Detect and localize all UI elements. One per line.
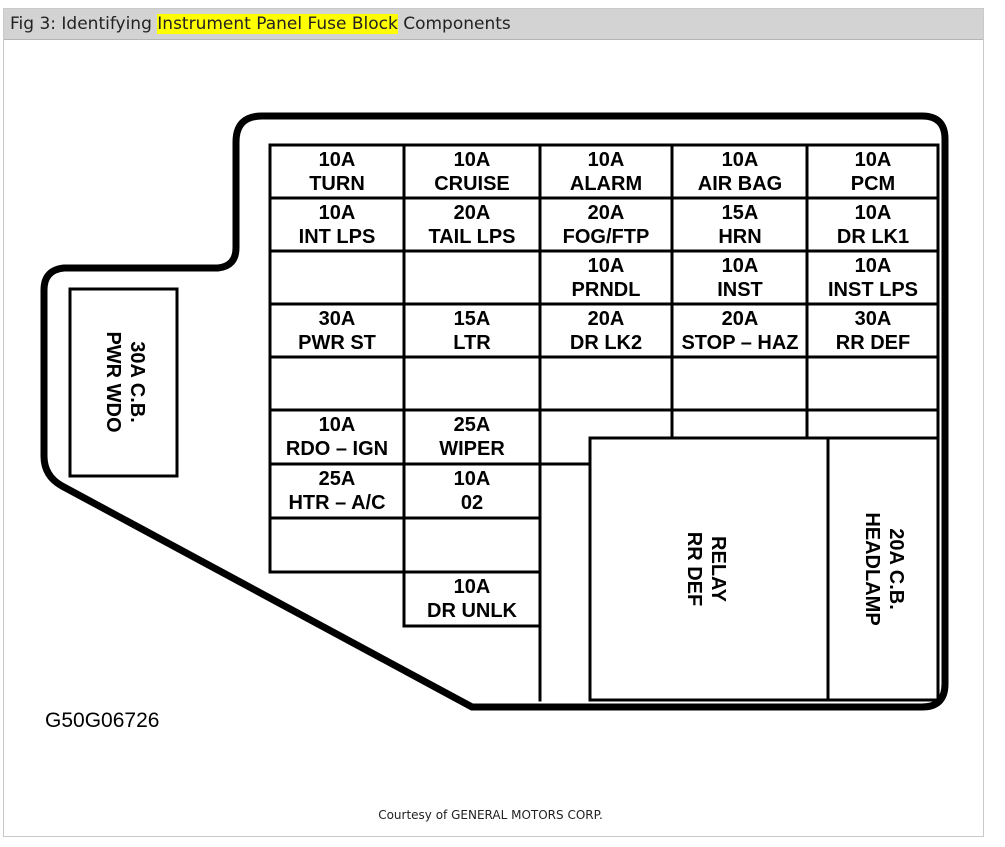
fuse-name: TURN (309, 173, 365, 195)
fuse-amp: 10A (454, 576, 491, 598)
fuse-amp: 25A (319, 468, 356, 490)
fuse-amp: 10A (588, 255, 625, 277)
fuse-name: INST (717, 279, 763, 301)
fuse-name: HTR – A/C (288, 492, 385, 514)
breaker-pwr-wdo-box (68, 287, 179, 478)
title-suffix: Components (397, 14, 511, 34)
breaker-headlamp-label: 20A C.B. HEADLAMP (861, 512, 907, 625)
fuse-amp: 15A (722, 202, 759, 224)
fuse-amp: 10A (319, 149, 356, 171)
courtesy-credit: Courtesy of GENERAL MOTORS CORP. (378, 808, 603, 822)
fuse-amp: 25A (454, 414, 491, 436)
fuse-amp: 10A (454, 468, 491, 490)
relay-rr-def-box (588, 436, 830, 702)
fuse-name: WIPER (439, 438, 505, 460)
breaker-headlamp-box (826, 436, 940, 702)
relay-label: RELAY (707, 536, 729, 603)
fuse-name: ALARM (570, 173, 642, 195)
breaker-headlamp-amp: 20A C.B. (885, 528, 907, 610)
fuse-grid (268, 143, 940, 702)
fuse-amp: 15A (454, 308, 491, 330)
relay-rr-def-label: RELAY RR DEF (683, 532, 729, 606)
figure-title: Fig 3: Identifying Instrument Panel Fuse… (4, 9, 983, 40)
title-highlight: Instrument Panel Fuse Block (157, 14, 398, 34)
breaker-headlamp-name: HEADLAMP (861, 512, 883, 625)
fuse-amp: 30A (319, 308, 356, 330)
breaker-pwr-wdo-name: PWR WDO (102, 331, 124, 432)
fuse-name: FOG/FTP (563, 226, 650, 248)
fuse-amp: 10A (855, 255, 892, 277)
fuse-amp: 20A (722, 308, 759, 330)
fuse-amp: 10A (588, 149, 625, 171)
figure-code: G50G06726 (45, 709, 159, 732)
fuse-name: INST LPS (828, 279, 918, 301)
fuse-name: DR LK1 (837, 226, 909, 248)
fuse-name: TAIL LPS (428, 226, 515, 248)
fuse-name: DR LK2 (570, 332, 642, 354)
fuse-amp: 10A (855, 202, 892, 224)
fuse-amp: 10A (722, 255, 759, 277)
fuse-amp: 20A (588, 202, 625, 224)
fuse-name: PWR ST (298, 332, 376, 354)
title-prefix: Fig 3: Identifying (10, 14, 158, 34)
fuse-amp: 10A (319, 202, 356, 224)
breaker-pwr-wdo-amp: 30A C.B. (126, 341, 148, 423)
fuse-amp: 30A (855, 308, 892, 330)
fuse-name: PCM (851, 173, 895, 195)
fuse-name: PRNDL (572, 279, 641, 301)
fuse-name: DR UNLK (427, 600, 518, 622)
fuse-name: RR DEF (836, 332, 910, 354)
fuse-name: AIR BAG (698, 173, 782, 195)
fuse-amp: 10A (855, 149, 892, 171)
fuse-amp: 10A (722, 149, 759, 171)
fuse-amp: 20A (588, 308, 625, 330)
fuse-name: 02 (461, 492, 483, 514)
relay-name: RR DEF (683, 532, 705, 606)
fuse-name: STOP – HAZ (681, 332, 798, 354)
fuse-name: INT LPS (299, 226, 376, 248)
fuse-name: RDO – IGN (286, 438, 388, 460)
breaker-pwr-wdo-label: 30A C.B. PWR WDO (102, 331, 148, 432)
fuse-block-outline (40, 112, 949, 711)
fuse-name: LTR (453, 332, 491, 354)
fuse-name: HRN (718, 226, 761, 248)
fuse-amp: 10A (454, 149, 491, 171)
fuse-name: CRUISE (434, 173, 510, 195)
fuse-amp: 10A (319, 414, 356, 436)
fuse-amp: 20A (454, 202, 491, 224)
